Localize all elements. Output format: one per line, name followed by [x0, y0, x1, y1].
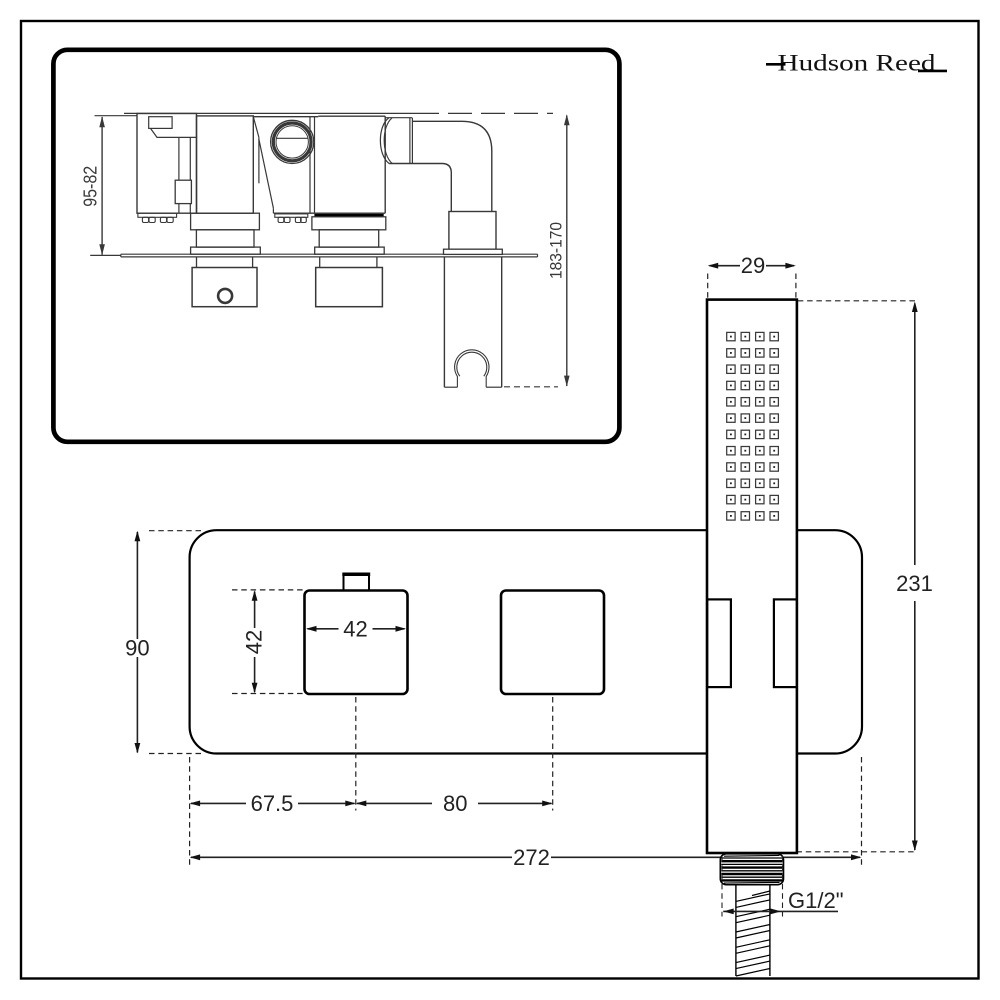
svg-text:42: 42	[343, 616, 367, 641]
svg-text:272: 272	[513, 845, 550, 870]
svg-text:67.5: 67.5	[251, 791, 294, 816]
svg-text:29: 29	[741, 253, 765, 278]
svg-text:90: 90	[125, 636, 149, 661]
svg-text:231: 231	[896, 571, 933, 596]
svg-text:95-82: 95-82	[81, 166, 101, 207]
svg-text:Hudson Reed: Hudson Reed	[778, 51, 936, 77]
svg-text:183-170: 183-170	[547, 222, 566, 279]
svg-text:80: 80	[443, 791, 467, 816]
svg-text:G1/2": G1/2"	[788, 888, 844, 913]
svg-text:42: 42	[242, 630, 267, 654]
